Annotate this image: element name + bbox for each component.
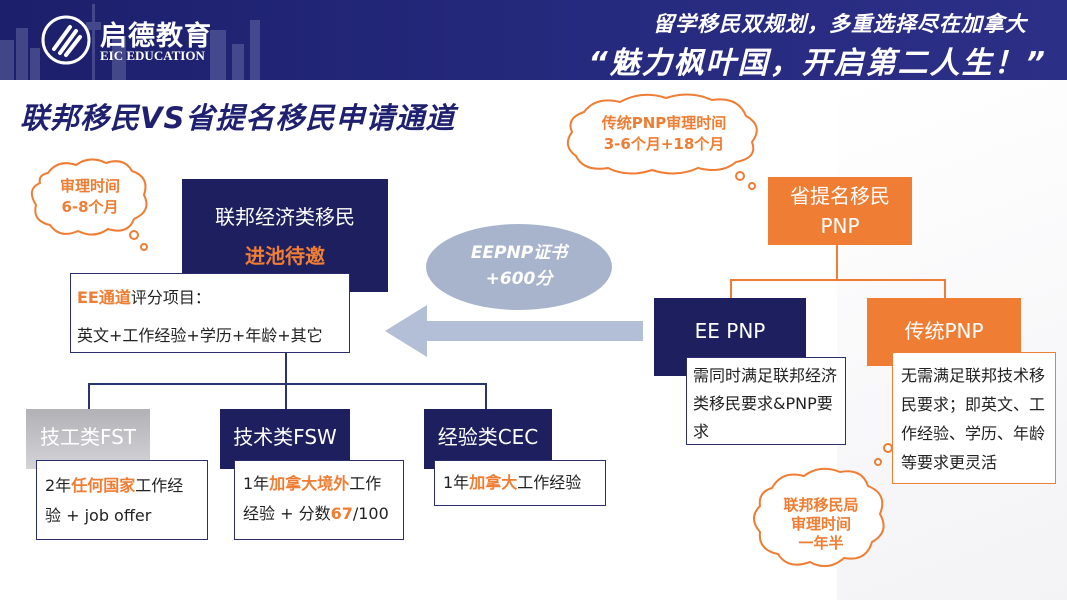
- eepnp-line1: EEPNP证书: [470, 243, 568, 263]
- pnp-box: 省提名移民 PNP: [768, 177, 912, 245]
- eepnp-line2: +600分: [485, 269, 553, 289]
- connector-line: [730, 279, 946, 281]
- slogan-line-1: 留学移民双规划，多重选择尽在加拿大: [653, 12, 1027, 36]
- connector-line: [285, 352, 287, 384]
- bottom-bubble-line1: 联邦移民局: [783, 496, 858, 514]
- city-skyline-decoration: [0, 4, 260, 80]
- fst-box: 技工类FST: [26, 409, 150, 469]
- left-bubble-line1: 审理时间: [60, 177, 120, 195]
- ee-factors: 英文+工作经验+学历+年龄+其它: [77, 326, 323, 345]
- header-banner: [0, 0, 1067, 80]
- federal-subtitle: 进池待邀: [245, 244, 325, 268]
- connector-line: [944, 279, 946, 299]
- fst-desc-pre: 2年: [45, 476, 72, 495]
- bottom-cloud-bubble: 联邦移民局 审理时间 一年半: [753, 443, 893, 568]
- arrow-left-icon: [385, 305, 643, 357]
- cec-desc-post: 工作经验: [517, 473, 582, 492]
- left-cloud-bubble: 审理时间 6-8个月: [30, 158, 148, 251]
- fsw-desc-highlight: 加拿大境外: [269, 474, 350, 493]
- fsw-desc-pre: 1年: [243, 474, 270, 493]
- pnp-title-line1: 省提名移民: [790, 184, 890, 208]
- fst-desc-highlight: 任何国家: [71, 476, 136, 495]
- pnp-title-line2: PNP: [820, 214, 860, 238]
- fsw-desc-score: 67: [330, 504, 353, 523]
- connector-line: [730, 279, 732, 299]
- cec-description: 1年加拿大工作经验: [434, 460, 606, 506]
- ee-label-rest: 评分项目：: [130, 288, 211, 307]
- fsw-desc-mid: 工作经验 + 分数: [243, 474, 382, 523]
- top-bubble-line2: 3-6个月+18个月: [604, 135, 725, 153]
- top-cloud-bubble: 传统PNP审理时间 3-6个月+18个月: [566, 93, 758, 190]
- top-bubble-line1: 传统PNP审理时间: [601, 114, 727, 132]
- fsw-box: 技术类FSW: [220, 409, 350, 469]
- traditional-pnp-description: 无需满足联邦技术移民要求；即英文、工作经验、学历、年龄等要求更灵活: [892, 352, 1056, 484]
- ee-pnp-description: 需同时满足联邦经济类移民要求&PNP要求: [686, 357, 846, 445]
- connector-line: [285, 383, 287, 409]
- connector-line: [836, 244, 838, 280]
- fst-desc-post: 工作经验 + job offer: [45, 476, 184, 525]
- cec-desc-highlight: 加拿大: [469, 473, 518, 492]
- bottom-bubble-line2: 审理时间: [791, 515, 851, 533]
- ee-label: EE通道: [77, 288, 131, 307]
- cec-box: 经验类CEC: [424, 409, 552, 469]
- left-bubble-line2: 6-8个月: [61, 198, 118, 216]
- brand-name-cn: 启德教育: [100, 21, 212, 52]
- fst-description: 2年任何国家工作经验 + job offer: [36, 460, 208, 540]
- bottom-bubble-line3: 一年半: [798, 534, 843, 552]
- fsw-description: 1年加拿大境外工作经验 + 分数67/100: [234, 460, 404, 540]
- brand-name-en: EIC EDUCATION: [100, 48, 205, 63]
- connector-line: [485, 383, 487, 409]
- eic-logo-icon: [41, 15, 91, 65]
- connector-line: [88, 383, 90, 409]
- cec-desc-pre: 1年: [443, 473, 470, 492]
- page-title: 联邦移民VS省提名移民申请通道: [20, 101, 456, 135]
- ee-scoring-box: EE通道评分项目： 英文+工作经验+学历+年龄+其它: [70, 273, 350, 353]
- federal-title: 联邦经济类移民: [215, 205, 355, 229]
- eepnp-ellipse: EEPNP证书 +600分: [426, 224, 612, 310]
- connector-line: [88, 383, 486, 385]
- slogan-line-2: “魅力枫叶国，开启第二人生！”: [588, 46, 1047, 81]
- fsw-desc-post: /100: [352, 504, 389, 523]
